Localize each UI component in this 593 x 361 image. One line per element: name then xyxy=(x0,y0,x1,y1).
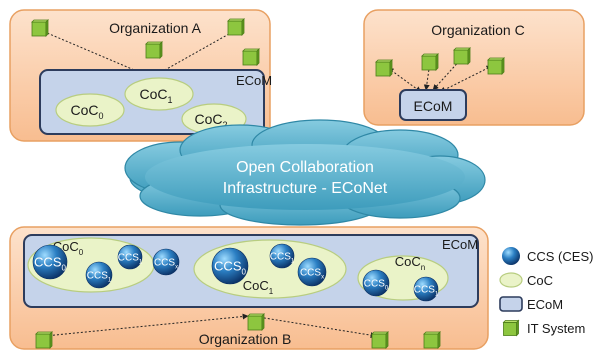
ccs-sphere: CCS0 xyxy=(32,244,68,280)
ecom-b-label: ECoM xyxy=(442,237,478,252)
coc-label: CoC0 xyxy=(70,102,103,121)
ccs-label: CCS0 xyxy=(214,259,246,277)
it-system-cube-icon xyxy=(487,57,505,75)
coc-label: CoC1 xyxy=(139,86,172,105)
ccs-sphere: CCSx xyxy=(297,257,327,287)
econet-label-line2: Infrastructure - ECoNet xyxy=(223,180,388,197)
ccs-sphere-icon xyxy=(502,247,520,265)
link-line xyxy=(44,313,249,339)
coc-ellipse-icon xyxy=(499,272,523,288)
legend-label-ccs: CCS (CES) xyxy=(527,249,593,264)
ecom-box-icon xyxy=(499,296,523,312)
link-line xyxy=(251,313,377,339)
organization-b-label: Organization B xyxy=(199,331,292,347)
econet-label-line1: Open Collaboration xyxy=(236,159,374,176)
ccs-sphere: CCS0 xyxy=(211,247,249,285)
ecom-c-label: ECoM xyxy=(414,98,453,114)
legend: CCS (CES) CoC ECoM IT System xyxy=(499,247,593,337)
ccs-label: CCS1 xyxy=(118,253,143,266)
it-system-cube-icon xyxy=(453,47,471,65)
ecom-box-c xyxy=(399,89,467,121)
legend-label-coc: CoC xyxy=(527,273,553,288)
ccs-sphere: CCS1 xyxy=(413,276,439,302)
organization-a-label: Organization A xyxy=(109,20,201,36)
it-system-cube-icon xyxy=(247,313,265,331)
ccs-sphere: CCSx xyxy=(152,248,180,276)
ecom-a-label: ECoM xyxy=(236,73,272,88)
it-system-cubes xyxy=(31,18,505,349)
legend-item-ecom: ECoM xyxy=(499,296,563,312)
link-line xyxy=(387,67,422,93)
legend-item-ccs: CCS (CES) xyxy=(502,247,593,265)
it-system-cube-icon xyxy=(423,331,441,349)
organization-b-links xyxy=(44,313,377,339)
ccs-sphere: CCS1 xyxy=(85,261,113,289)
it-system-cube-icon xyxy=(31,19,49,37)
coc-label: CoC2 xyxy=(194,111,227,130)
ccs-label: CCS1 xyxy=(414,285,439,298)
ccs-sphere: CCS1 xyxy=(269,243,295,269)
ccs-sphere: CCS0 xyxy=(362,269,390,297)
legend-item-coc: CoC xyxy=(499,272,553,288)
link-line xyxy=(39,29,147,76)
ccs-sphere: CCS1 xyxy=(117,244,143,270)
ccs-label: CCS1 xyxy=(87,271,112,284)
link-line xyxy=(439,65,493,93)
ccs-label: CCS0 xyxy=(34,255,66,273)
link-line xyxy=(155,29,237,76)
ccs-label: CCS1 xyxy=(270,252,295,265)
coc-0: CoC0 xyxy=(55,93,125,127)
it-system-cube-icon xyxy=(242,48,260,66)
it-system-cube-icon xyxy=(502,319,520,337)
organization-c: Organization C ECoM xyxy=(363,9,585,126)
it-system-cube-icon xyxy=(421,53,439,71)
it-system-cube-icon xyxy=(145,41,163,59)
it-system-cube-icon xyxy=(371,331,389,349)
legend-label-ecom: ECoM xyxy=(527,297,563,312)
legend-label-it-system: IT System xyxy=(527,321,585,336)
econet-cloud: Open Collaboration Infrastructure - ECoN… xyxy=(124,119,486,226)
ccs-label: CCS0 xyxy=(364,279,389,292)
it-system-cube-icon xyxy=(227,18,245,36)
organization-c-label: Organization C xyxy=(431,22,524,38)
ccs-label: CCSx xyxy=(300,268,324,281)
it-system-cube-icon xyxy=(35,331,53,349)
coc-label: CoC1 xyxy=(243,278,274,296)
organization-a-links xyxy=(39,29,237,76)
it-system-cube-icon xyxy=(375,59,393,77)
coc-1: CoC1 xyxy=(124,77,194,111)
coc-label: CoCn xyxy=(395,254,425,272)
legend-item-it-system: IT System xyxy=(502,319,585,337)
ccs-label: CCSx xyxy=(154,258,178,271)
